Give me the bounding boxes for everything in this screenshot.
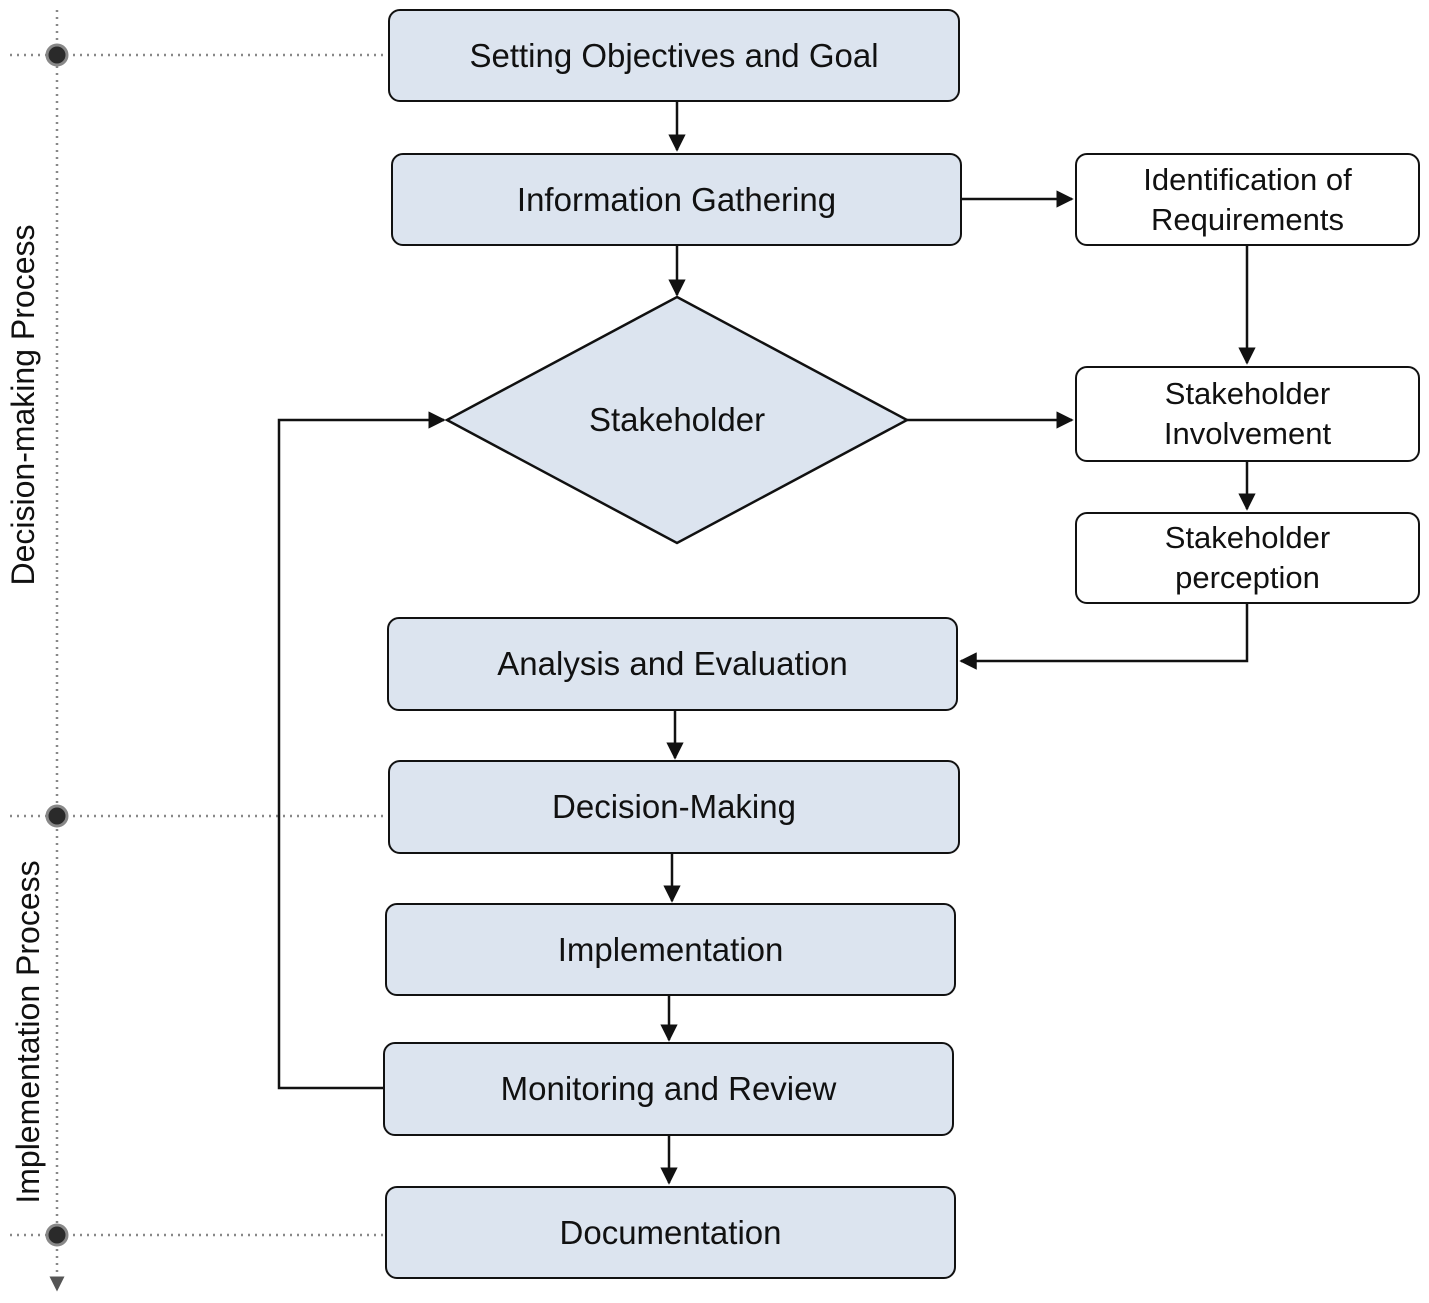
phase-label-implementation: Implementation Process bbox=[10, 860, 46, 1204]
node-information-gathering: Information Gathering bbox=[391, 153, 962, 246]
node-identification-requirements: Identification of Requirements bbox=[1075, 153, 1420, 246]
node-stakeholder-involvement: Stakeholder Involvement bbox=[1075, 366, 1420, 462]
timeline-marker-middle bbox=[45, 804, 69, 828]
stakeholder-diamond-shape bbox=[444, 295, 910, 545]
node-analysis-evaluation: Analysis and Evaluation bbox=[387, 617, 958, 711]
identification-line-2: Requirements bbox=[1151, 201, 1344, 237]
node-stakeholder-label: Stakeholder bbox=[588, 401, 766, 438]
timeline-marker-bottom bbox=[45, 1223, 69, 1247]
phase-label-decision-making: Decision-making Process bbox=[5, 224, 41, 586]
arrow-perception-to-analysis bbox=[959, 604, 1249, 670]
identification-line-1: Identification of bbox=[1143, 161, 1352, 197]
node-setting-objectives: Setting Objectives and Goal bbox=[388, 9, 960, 102]
node-monitoring-review: Monitoring and Review bbox=[383, 1042, 954, 1136]
perception-line-2: perception bbox=[1175, 560, 1320, 595]
node-implementation: Implementation bbox=[385, 903, 956, 996]
timeline-marker-top bbox=[45, 43, 69, 67]
arrow-monitoring-feedback-to-stakeholder bbox=[277, 411, 446, 1090]
node-decision-making: Decision-Making bbox=[388, 760, 960, 854]
involvement-line-1: Stakeholder bbox=[1164, 376, 1331, 411]
involvement-line-2: Involvement bbox=[1163, 416, 1332, 451]
perception-line-1: Stakeholder bbox=[1164, 520, 1331, 555]
node-stakeholder-perception: Stakeholder perception bbox=[1075, 512, 1420, 604]
node-documentation: Documentation bbox=[385, 1186, 956, 1279]
